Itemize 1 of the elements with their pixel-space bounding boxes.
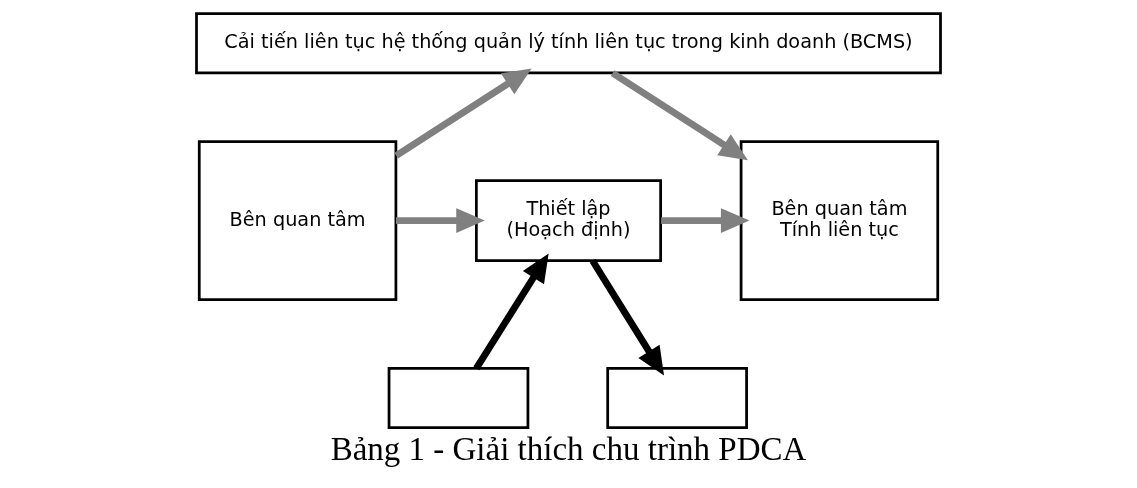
caption: Bảng 1 - Giải thích chu trình PDCA bbox=[330, 430, 807, 467]
